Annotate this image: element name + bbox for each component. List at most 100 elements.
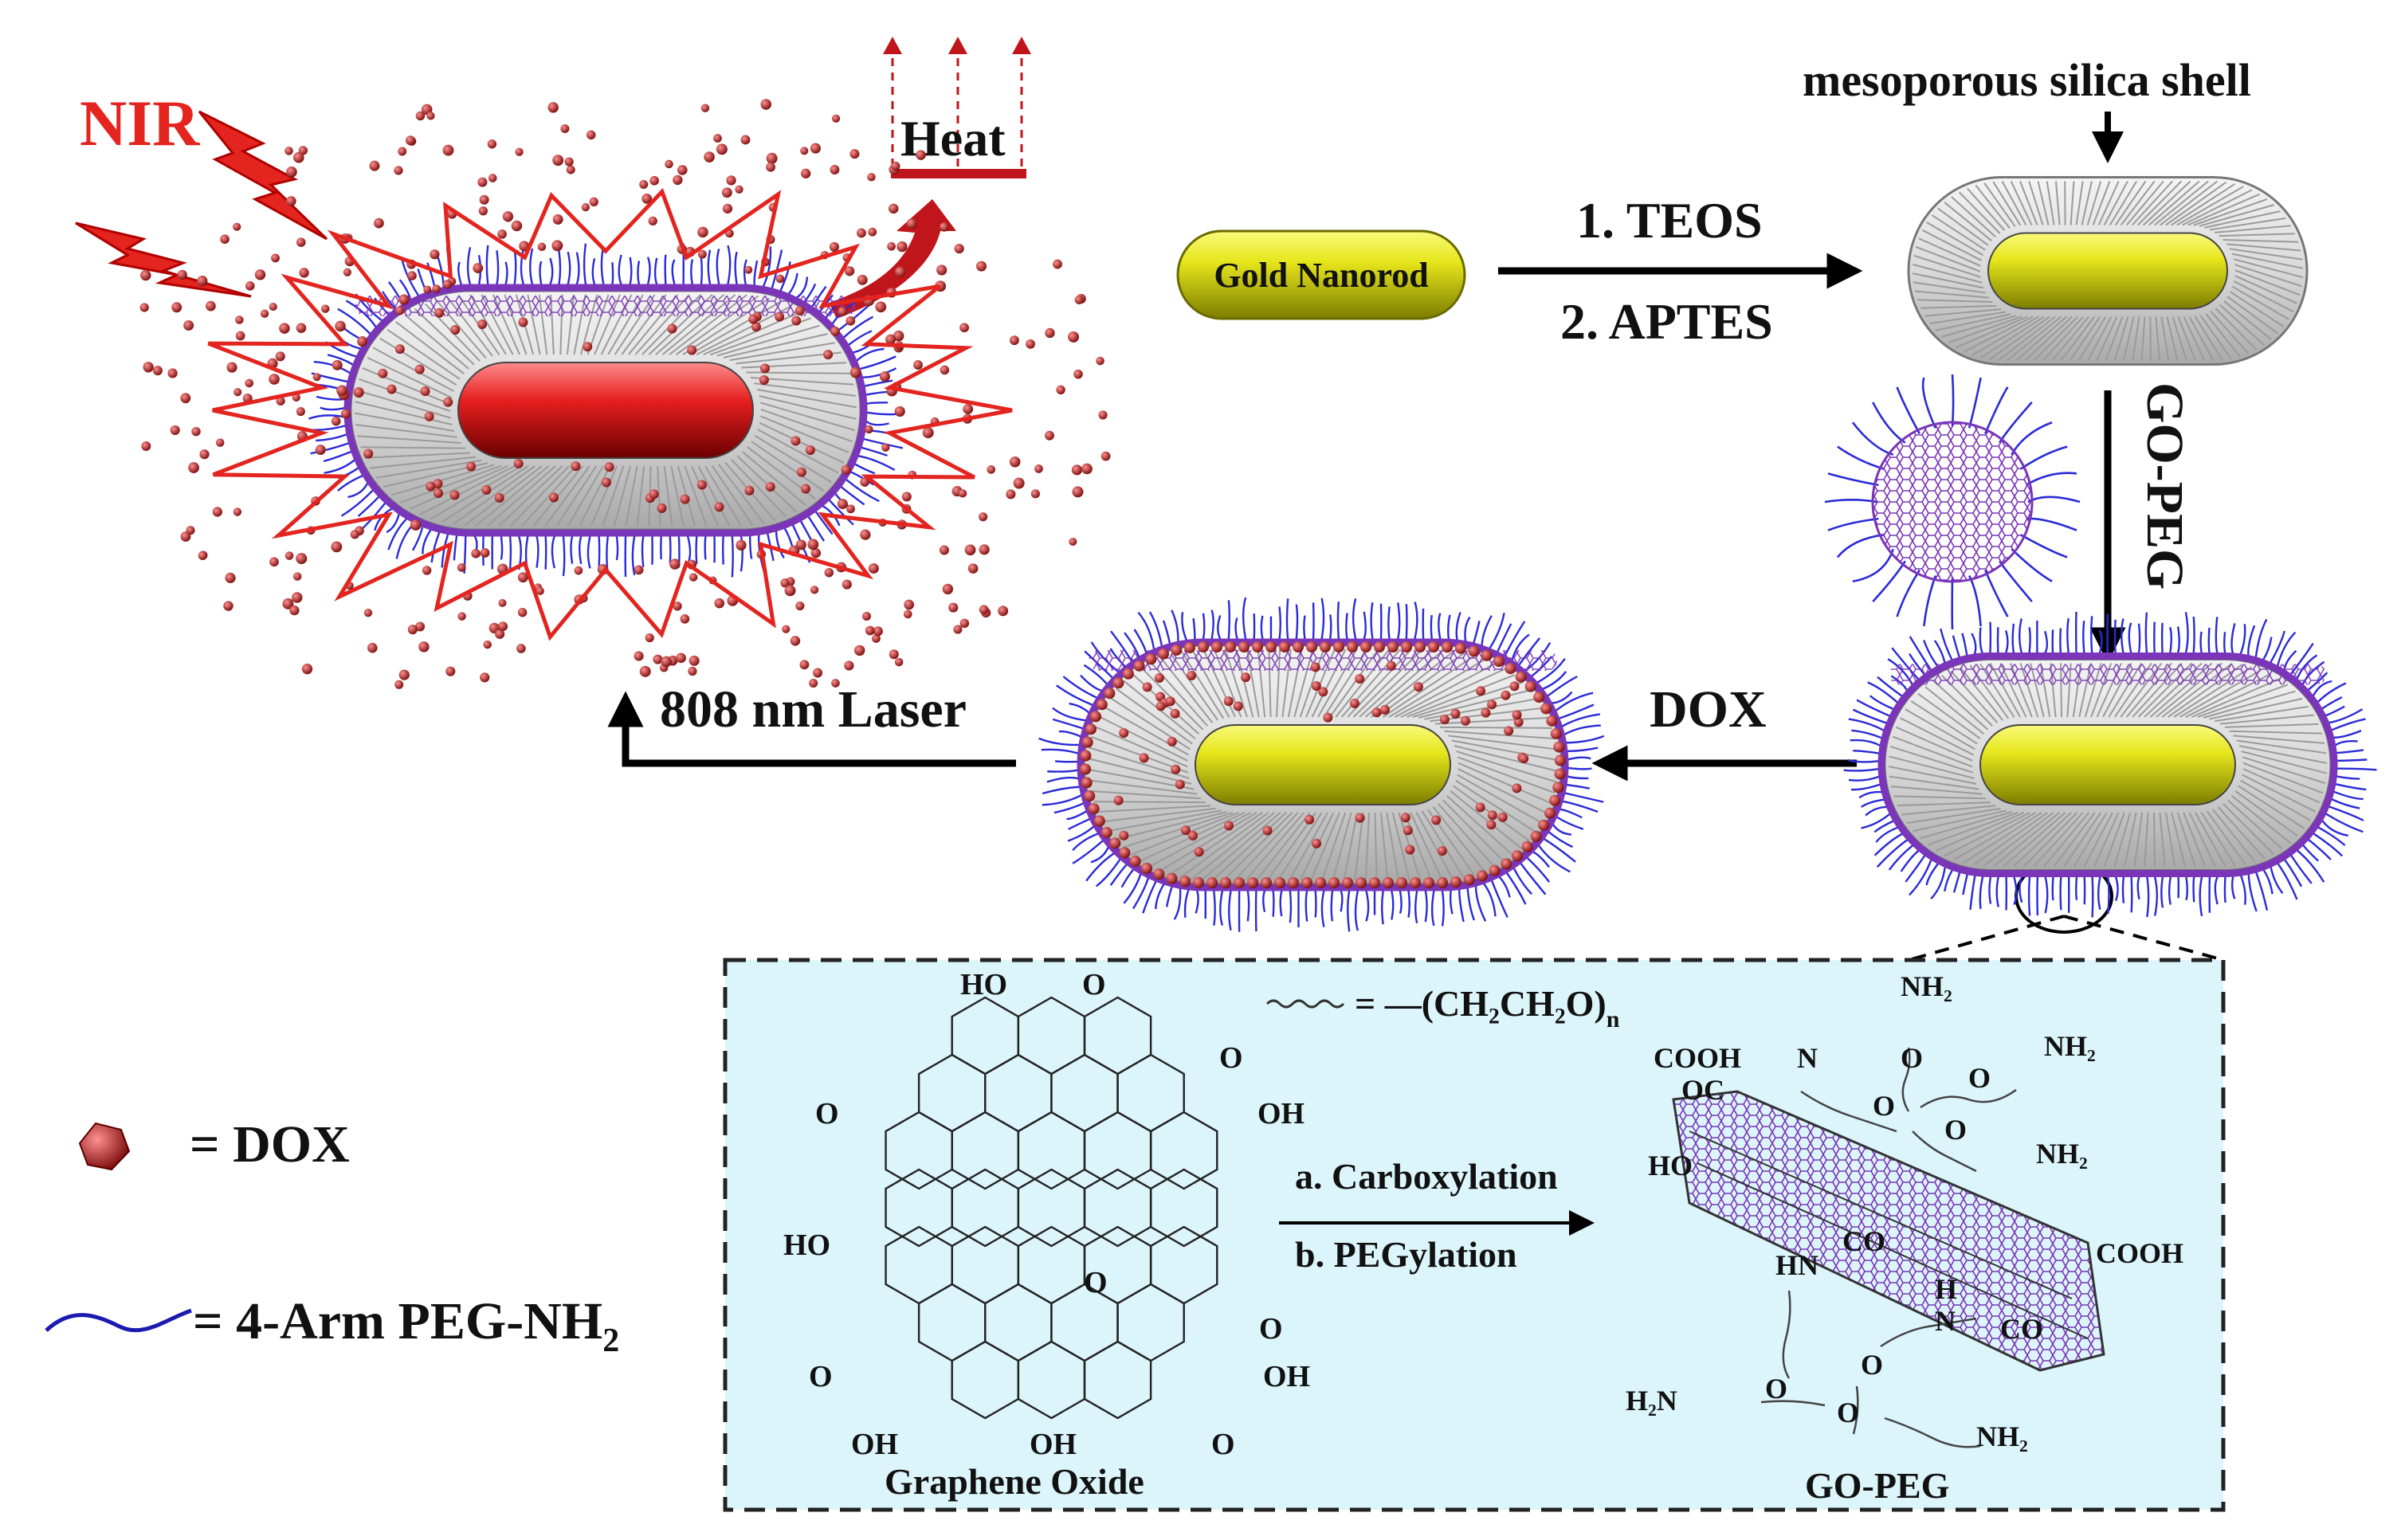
peg-chain: [1196, 891, 1199, 914]
dox-molecule: [590, 198, 598, 206]
dox-molecule: [398, 147, 406, 156]
dox-molecule: [904, 610, 912, 619]
dox-molecule: [1438, 846, 1447, 856]
dox-molecule: [286, 196, 296, 206]
dox-molecule: [1546, 715, 1557, 727]
peg-chain: [1473, 621, 1479, 643]
peg-chain: [688, 536, 690, 564]
pegylation-label: b. PEGylation: [1295, 1234, 1517, 1275]
peg-chain: [1338, 602, 1339, 639]
peg-chain: [1330, 614, 1331, 639]
dox-molecule: [979, 544, 990, 554]
peg-chain: [1063, 676, 1097, 697]
dox-molecule: [1509, 681, 1519, 691]
dox-molecule: [785, 585, 796, 596]
peg-chain: [593, 258, 594, 284]
peg-chain: [1838, 447, 1885, 469]
dox-molecule: [1328, 877, 1340, 888]
dox-molecule: [936, 265, 947, 275]
dox-molecule: [457, 612, 465, 620]
dox-molecule: [1461, 716, 1470, 726]
peg-chain: [2337, 769, 2377, 770]
dox-molecule: [810, 143, 821, 154]
dox-molecule: [213, 507, 222, 516]
gopeg-hn-mid: HN: [1775, 1249, 1818, 1281]
dox-molecule: [1274, 877, 1285, 888]
dox-molecule: [582, 203, 590, 211]
dox-molecule: [895, 406, 905, 417]
dox-molecule: [1464, 874, 1475, 885]
peg-chain: [2169, 877, 2171, 905]
peg-chain: [866, 421, 889, 425]
peg-chain: [501, 536, 502, 559]
go-o-top: O: [1082, 968, 1106, 1001]
dox-molecule: [1225, 641, 1236, 652]
peg-chain: [413, 527, 422, 551]
dox-molecule: [1081, 777, 1093, 788]
dox-molecule: [367, 643, 378, 653]
gopeg-oc-left: OC: [1681, 1074, 1724, 1106]
peg-chain: [1442, 891, 1444, 926]
peg-chain: [2241, 876, 2246, 904]
dox-molecule: [1145, 653, 1156, 664]
gopeg-o-right: O: [1968, 1062, 1991, 1094]
peg-chain: [1853, 422, 1893, 455]
dox-molecule: [1247, 877, 1258, 888]
peg-chain: [2076, 877, 2077, 900]
dox-molecule: [220, 234, 230, 244]
peg-chain: [546, 536, 547, 570]
dox-molecule: [518, 608, 527, 617]
peg-chain: [2186, 612, 2188, 652]
dox-molecule: [293, 152, 304, 163]
go-oh-bottom-left: OH: [851, 1428, 898, 1461]
dox-molecule: [844, 660, 853, 670]
dox-molecule: [842, 465, 851, 475]
dox-molecule: [1094, 816, 1105, 827]
dox-molecule: [1014, 478, 1025, 489]
dox-molecule: [421, 386, 430, 396]
peg-chain: [1431, 615, 1432, 639]
dox-molecule: [1442, 641, 1453, 652]
dox-molecule: [168, 368, 178, 378]
dox-molecule: [443, 398, 453, 407]
dox-molecule: [940, 545, 949, 554]
peg-chain: [1382, 891, 1383, 924]
peg-chain: [1371, 602, 1373, 639]
dox-molecule: [1081, 464, 1093, 475]
peg-chain: [1398, 602, 1399, 639]
peg-chain: [559, 251, 560, 284]
laser-label: 808 nm Laser: [660, 680, 967, 739]
dox-molecule: [849, 149, 859, 159]
peg-chain: [1400, 891, 1402, 914]
dox-molecule: [197, 276, 207, 286]
lightning-bolt-lower: [76, 223, 251, 296]
dox-molecule: [759, 375, 769, 385]
peg-chain: [2170, 627, 2171, 652]
gopeg-o-right-lower: O: [1861, 1349, 1883, 1381]
dox-molecule: [1119, 728, 1128, 738]
legend-dox-icon: [80, 1123, 129, 1170]
dox-molecule: [649, 176, 659, 186]
peg-chain: [1067, 811, 1087, 819]
dox-molecule: [512, 221, 523, 232]
peg-chain: [1053, 708, 1085, 721]
dox-molecule: [673, 175, 682, 185]
dox-molecule: [141, 441, 151, 451]
peg-chain: [2161, 877, 2163, 908]
peg-chain: [655, 258, 657, 284]
dox-molecule: [1056, 386, 1065, 394]
dox-molecule: [741, 135, 751, 145]
peg-chain: [1897, 387, 1920, 434]
dox-molecule: [408, 625, 418, 634]
dox-molecule: [1305, 815, 1314, 825]
peg-chain: [1281, 891, 1282, 916]
dox-molecule: [394, 166, 402, 174]
peg-chain: [2046, 877, 2048, 914]
peg-chain: [1081, 676, 1101, 691]
dox-molecule: [838, 307, 847, 316]
dox-molecule: [782, 625, 790, 633]
peg-chain: [708, 250, 710, 284]
peg-chain: [1194, 618, 1195, 639]
dox-molecule: [948, 602, 958, 612]
peg-chain: [1567, 736, 1604, 743]
